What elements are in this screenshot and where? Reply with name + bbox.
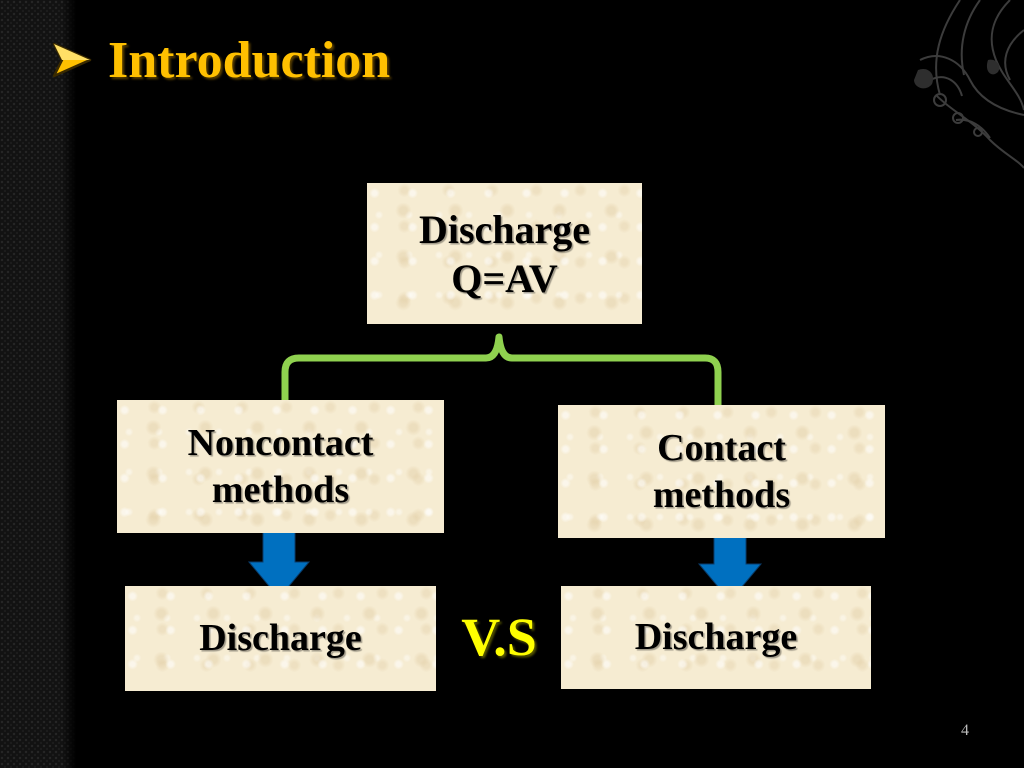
contact-label-line1: Contact xyxy=(657,427,786,470)
versus-label: V.S xyxy=(461,607,537,667)
root-node-discharge: Discharge Q=AV xyxy=(367,183,642,324)
slide-title-text: Introduction xyxy=(108,31,391,89)
left-texture-strip xyxy=(0,0,76,768)
noncontact-label-line1: Noncontact xyxy=(187,422,374,465)
page-number: 4 xyxy=(961,722,969,739)
noncontact-discharge-node: Discharge xyxy=(125,586,436,691)
noncontact-discharge-label: Discharge xyxy=(199,617,362,660)
contact-methods-node: Contact methods xyxy=(558,405,885,538)
noncontact-label-line2: methods xyxy=(211,468,350,511)
root-node-formula: Q=AV xyxy=(451,255,558,301)
root-node-title: Discharge xyxy=(418,206,591,252)
arrowhead-bullet-icon xyxy=(52,42,92,78)
contact-discharge-node: Discharge xyxy=(561,586,871,689)
contact-label-line2: methods xyxy=(652,473,791,516)
noncontact-methods-node: Noncontact methods xyxy=(117,400,444,533)
slide-title: Introduction xyxy=(52,28,390,92)
branch-bracket xyxy=(281,333,722,410)
paisley-ornament-icon xyxy=(914,0,1024,169)
contact-discharge-label: Discharge xyxy=(634,616,798,659)
